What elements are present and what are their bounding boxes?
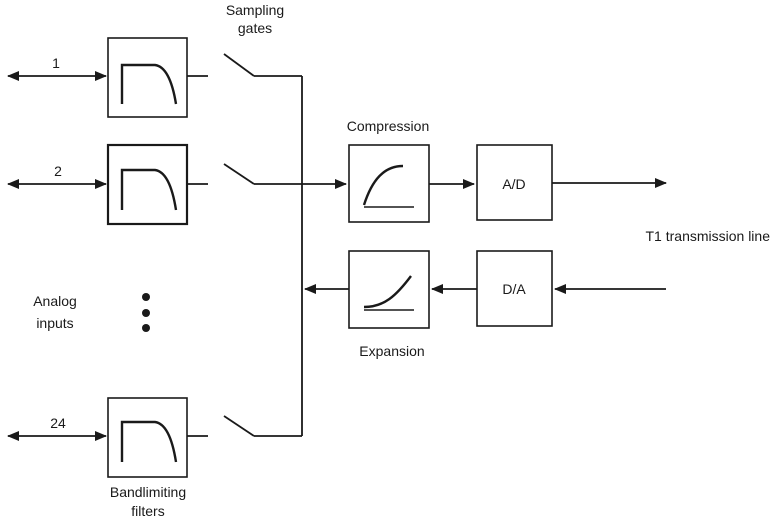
ellipsis-dots: [142, 293, 150, 332]
channel-1-label: 1: [52, 55, 60, 71]
expansion-label: Expansion: [359, 343, 424, 359]
compression-block: [348, 144, 430, 223]
t1-transmission-line-label: T1 transmission line: [646, 228, 771, 244]
expansion-curve: [363, 275, 412, 309]
compression-curve: [362, 164, 404, 206]
da-label: D/A: [502, 281, 526, 297]
analog-inputs-label-line2: inputs: [36, 315, 73, 331]
bandlimiting-filter-1: [107, 37, 188, 118]
bandlimiting-filter-24: [107, 397, 188, 478]
analog-inputs-label-line1: Analog: [33, 293, 77, 309]
sampling-gate-24: [223, 415, 255, 437]
bandlimiting-filters-label-line1: Bandlimiting: [110, 484, 186, 500]
expansion-block: [348, 250, 430, 329]
sampling-gates-label-line2: gates: [238, 20, 272, 36]
ad-label: A/D: [502, 176, 525, 192]
sampling-gate-1: [223, 53, 255, 77]
bandlimiting-filter-2: [106, 143, 189, 226]
channel-2-label: 2: [54, 163, 62, 179]
lowpass-curve-2: [120, 168, 178, 211]
lowpass-curve-24: [120, 420, 178, 463]
compression-label: Compression: [347, 118, 429, 134]
sampling-gates-label-line1: Sampling: [226, 2, 284, 18]
lowpass-curve-1: [120, 63, 178, 105]
channel-24-label: 24: [50, 415, 66, 431]
da-converter: D/A: [476, 250, 553, 327]
sampling-gate-2: [223, 163, 255, 185]
ad-converter: A/D: [476, 144, 553, 221]
bandlimiting-filters-label-line2: filters: [131, 503, 164, 519]
